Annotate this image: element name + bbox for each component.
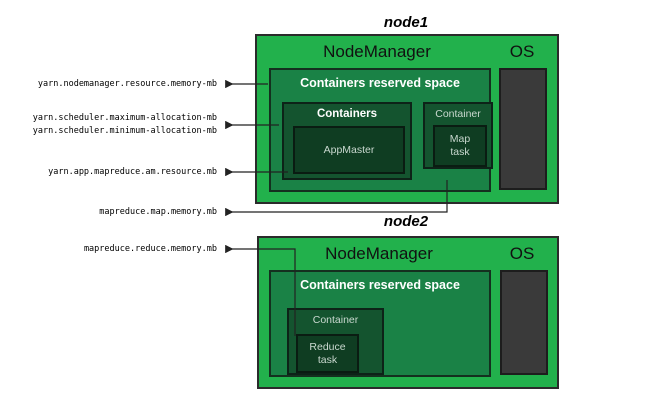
node2-os-block: [500, 270, 548, 375]
node1-containers-group: Containers AppMaster: [282, 102, 412, 180]
node1-os-block: [499, 68, 547, 190]
config-label-am-resource-mb: yarn.app.mapreduce.am.resource.mb: [48, 167, 217, 177]
node1-title: node1: [383, 14, 429, 31]
node1-appmaster-label: AppMaster: [323, 143, 375, 156]
node2-reduce-task-line1: Reduce: [309, 340, 346, 353]
config-label-scheduler-maximum-allocation-mb: yarn.scheduler.maximum-allocation-mb: [32, 113, 217, 123]
node1-map-task-label: Map task: [450, 133, 470, 159]
config-label-mapreduce-map-memory-mb: mapreduce.map.memory.mb: [99, 207, 217, 217]
node2-reduce-task-box: Reduce task: [296, 334, 359, 373]
node2-title: node2: [383, 213, 429, 230]
node1-map-task-box: Map task: [433, 125, 487, 167]
config-label-nodemanager-resource-memory-mb: yarn.nodemanager.resource.memory-mb: [37, 79, 217, 89]
node2-reserved-space: Containers reserved space Container Redu…: [269, 270, 491, 377]
node2-reserved-space-label: Containers reserved space: [300, 278, 460, 292]
node2-os-label: OS: [509, 244, 535, 263]
node2-nodemanager-label: NodeManager: [325, 244, 433, 263]
node1-os-label: OS: [509, 42, 535, 61]
node1-reserved-space-label: Containers reserved space: [300, 76, 460, 90]
config-label-mapreduce-reduce-memory-mb: mapreduce.reduce.memory.mb: [83, 244, 217, 254]
node2-container: Container Reduce task: [287, 308, 384, 375]
node1-box: NodeManager OS Containers reserved space…: [255, 34, 559, 204]
node2-reduce-task-line2: task: [317, 353, 338, 366]
node1-container-map: Container Map task: [423, 102, 493, 169]
node1-map-task-line2: task: [450, 146, 470, 158]
node2-reduce-task-label: Reduce task: [309, 341, 345, 367]
node1-container-label: Container: [435, 108, 481, 120]
node1-reserved-space: Containers reserved space Containers App…: [269, 68, 493, 192]
node1-appmaster-box: AppMaster: [293, 126, 405, 174]
node2-container-label: Container: [312, 314, 359, 326]
node1-map-task-line1: Map: [449, 133, 471, 145]
config-label-scheduler-minimum-allocation-mb: yarn.scheduler.minimum-allocation-mb: [32, 126, 217, 136]
node1-containers-label: Containers: [316, 108, 378, 120]
node1-nodemanager-label: NodeManager: [323, 42, 431, 61]
node2-box: NodeManager OS Containers reserved space…: [257, 236, 559, 389]
